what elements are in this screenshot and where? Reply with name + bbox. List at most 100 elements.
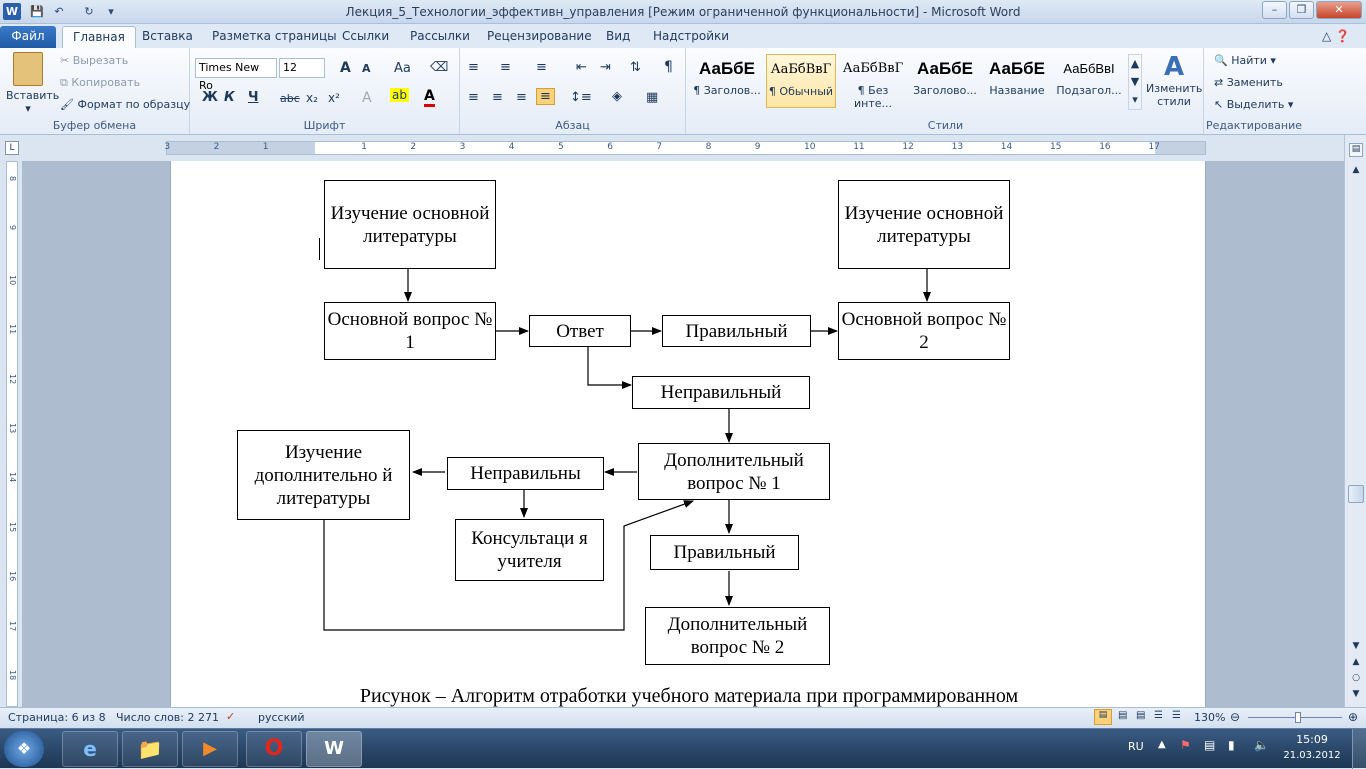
tab-insert[interactable]: Вставка [142, 29, 193, 43]
media-player-icon[interactable]: ▶ [182, 731, 238, 767]
borders-icon[interactable]: ▦ [646, 90, 659, 105]
format-painter-button[interactable]: 🖌 Формат по образцу [60, 98, 191, 111]
shrink-font-button[interactable]: A [362, 62, 371, 75]
align-center-icon[interactable]: ≡ [492, 90, 503, 105]
print-layout-icon[interactable]: ▤ [1094, 709, 1112, 725]
help-icon[interactable]: △ ❓ [1322, 29, 1350, 43]
next-page-icon[interactable]: ▼ [1352, 689, 1360, 699]
show-marks-icon[interactable]: ¶ [664, 59, 673, 75]
tab-mailings[interactable]: Рассылки [410, 29, 470, 43]
shading-icon[interactable]: ◈ [612, 89, 622, 104]
tray-expand-icon[interactable]: ▲ [1158, 739, 1166, 750]
justify-icon[interactable]: ≡ [536, 88, 555, 105]
browse-object-icon[interactable]: ○ [1352, 673, 1360, 683]
internet-explorer-icon[interactable]: e [62, 731, 118, 767]
font-size-field[interactable]: 12 [279, 58, 325, 78]
restore-button[interactable]: ❐ [1289, 1, 1314, 19]
cut-button[interactable]: ✂ Вырезать [60, 54, 129, 67]
multilevel-list-icon[interactable]: ≡ [536, 60, 547, 75]
document-area[interactable]: Изучение основной литературы Изучение ос… [22, 161, 1344, 707]
style-no-spacing[interactable]: АаБбВвГ¶ Без инте... [842, 61, 904, 110]
style-heading1[interactable]: АаБбЕ¶ Заголов... [693, 59, 761, 97]
tab-home[interactable]: Главная [62, 26, 136, 48]
vertical-scrollbar[interactable]: ▤ ▲ ▼ ▲ ○ ▼ [1344, 135, 1366, 707]
word-taskbar-icon[interactable]: W [306, 731, 362, 767]
style-normal[interactable]: АаБбВвГ¶ Обычный [766, 54, 836, 108]
tab-view[interactable]: Вид [606, 29, 631, 43]
numbering-icon[interactable]: ≡ [500, 60, 511, 75]
superscript-button[interactable]: x² [328, 91, 340, 105]
decrease-indent-icon[interactable]: ⇤ [576, 60, 587, 75]
zoom-in-icon[interactable]: ⊕ [1348, 710, 1359, 724]
clear-formatting-icon[interactable]: ⌫ [430, 60, 449, 75]
word-logo-icon[interactable]: W [3, 3, 21, 20]
zoom-level[interactable]: 130% [1194, 711, 1226, 724]
highlight-icon[interactable]: ab [390, 88, 409, 102]
full-screen-reading-icon[interactable]: ▤ [1118, 710, 1128, 721]
scroll-up-icon[interactable]: ▲ [1352, 165, 1360, 175]
language-indicator[interactable]: русский [258, 711, 305, 724]
start-button[interactable]: ❖ [4, 731, 44, 767]
bullets-icon[interactable]: ≡ [468, 60, 479, 75]
change-styles-button[interactable]: A Изменить стили [1146, 52, 1203, 108]
page-counter[interactable]: Страница: 6 из 8 [8, 711, 106, 724]
tray-flag-icon[interactable]: ⚑ [1180, 738, 1191, 752]
explorer-folder-icon[interactable]: 📁 [122, 731, 178, 767]
copy-button[interactable]: ⧉ Копировать [60, 76, 141, 89]
tab-file[interactable]: Файл [0, 26, 56, 48]
line-spacing-icon[interactable]: ↕≡ [570, 90, 592, 105]
tray-device-icon[interactable]: ▤ [1204, 738, 1216, 752]
italic-button[interactable]: К [224, 90, 235, 105]
paste-button[interactable]: Вставить ▾ [6, 52, 59, 115]
find-button[interactable]: 🔍 Найти ▾ [1214, 54, 1276, 67]
tab-review[interactable]: Рецензирование [487, 29, 592, 43]
align-left-icon[interactable]: ≡ [468, 90, 479, 105]
undo-icon[interactable]: ↶ [54, 5, 64, 18]
underline-button[interactable]: Ч [248, 90, 259, 105]
previous-page-icon[interactable]: ▲ [1352, 657, 1360, 667]
spelling-icon[interactable]: ✓ [226, 710, 236, 723]
subscript-button[interactable]: x₂ [306, 91, 318, 105]
word-count[interactable]: Число слов: 2 271 [116, 711, 219, 724]
draft-icon[interactable]: ☰ [1172, 710, 1181, 721]
network-icon[interactable]: ▮ [1228, 738, 1235, 752]
text-effects-icon[interactable]: A [362, 90, 372, 106]
strikethrough-button[interactable]: abc [280, 92, 300, 105]
scroll-down-icon[interactable]: ▼ [1352, 641, 1360, 651]
outline-icon[interactable]: ☰ [1154, 710, 1163, 721]
tab-addins[interactable]: Надстройки [653, 29, 730, 43]
quick-access-dropdown-icon[interactable]: ▾ [108, 5, 114, 18]
align-right-icon[interactable]: ≡ [516, 90, 527, 105]
keyboard-language[interactable]: RU [1128, 740, 1144, 753]
tab-references[interactable]: Ссылки [342, 29, 390, 43]
grow-font-button[interactable]: A [340, 60, 351, 76]
select-button[interactable]: ↖ Выделить ▾ [1214, 98, 1294, 111]
increase-indent-icon[interactable]: ⇥ [600, 60, 611, 75]
font-color-icon[interactable]: A [424, 88, 435, 107]
styles-scroll-icon[interactable]: ▲▼▾ [1128, 54, 1142, 110]
zoom-slider-thumb[interactable] [1295, 712, 1301, 723]
document-page[interactable]: Изучение основной литературы Изучение ос… [170, 161, 1206, 707]
web-layout-icon[interactable]: ▤ [1136, 710, 1146, 721]
save-icon[interactable]: 💾 [30, 5, 44, 18]
tab-selector-icon[interactable]: L [5, 141, 19, 155]
tab-page-layout[interactable]: Разметка страницы [212, 29, 337, 43]
volume-icon[interactable]: 🔈 [1254, 738, 1269, 752]
scroll-thumb[interactable] [1348, 485, 1364, 503]
redo-icon[interactable]: ↻ [84, 5, 94, 18]
close-button[interactable]: ✕ [1316, 1, 1362, 19]
font-name-field[interactable]: Times New Ro [195, 58, 277, 92]
replace-button[interactable]: ⇄ Заменить [1214, 76, 1283, 89]
change-case-button[interactable]: Aa [394, 61, 411, 76]
ruler-toggle-icon[interactable]: ▤ [1349, 143, 1363, 157]
zoom-out-icon[interactable]: ⊖ [1230, 710, 1241, 724]
minimize-button[interactable]: – [1262, 1, 1287, 19]
sort-icon[interactable]: ⇅ [630, 60, 641, 75]
opera-icon[interactable]: O [246, 731, 302, 767]
show-desktop-button[interactable] [1352, 729, 1366, 769]
